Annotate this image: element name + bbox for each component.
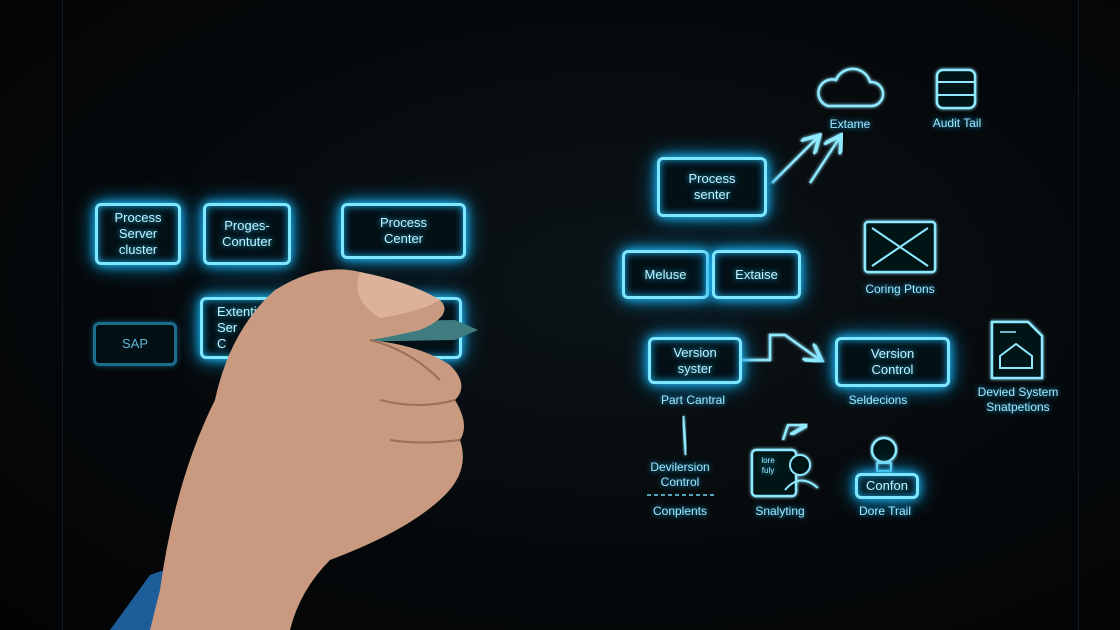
crossed-chart-icon bbox=[863, 220, 937, 274]
process-server-cluster-box[interactable]: Process Server cluster bbox=[95, 203, 181, 265]
label-line: lore bbox=[761, 456, 775, 465]
box-line: Process bbox=[688, 171, 736, 186]
box-line: senter bbox=[693, 187, 731, 202]
process-center-box[interactable]: Process Center bbox=[341, 203, 466, 259]
label-line: Devilersion bbox=[650, 460, 710, 474]
box-line: Process bbox=[114, 210, 162, 225]
arrow bbox=[771, 137, 818, 184]
box-line: Confon bbox=[866, 478, 908, 493]
arrow bbox=[742, 333, 820, 360]
label-line: Control bbox=[660, 475, 700, 489]
snalyting-icon-text: lore fuly bbox=[761, 456, 774, 476]
box-line: SAP bbox=[121, 336, 148, 351]
person-chat-icon bbox=[750, 448, 819, 498]
version-control-box[interactable]: Version Control bbox=[835, 337, 950, 387]
arrow bbox=[681, 415, 688, 456]
box-line: Ser bbox=[217, 320, 238, 335]
box-line: Server bbox=[118, 226, 158, 241]
arrow bbox=[808, 137, 840, 184]
finger-crease bbox=[369, 339, 461, 444]
box-line: syster bbox=[677, 360, 713, 376]
box-line: Version bbox=[673, 344, 717, 360]
box-line: Control bbox=[871, 362, 914, 377]
label-line: fuly bbox=[761, 466, 775, 475]
conplents-label: Conplents bbox=[652, 504, 708, 518]
document-house-icon bbox=[990, 320, 1044, 380]
label-line: Devied System bbox=[977, 385, 1059, 399]
devied-system-label: Devied System Snatpetions bbox=[978, 385, 1059, 415]
box-line: Process bbox=[380, 215, 427, 230]
label-line: Snatpetions bbox=[986, 400, 1050, 414]
box-line: Contuter bbox=[222, 234, 272, 249]
glass-frame bbox=[62, 0, 1079, 630]
process-senter-box[interactable]: Process senter bbox=[657, 157, 767, 217]
box-line: Meluse bbox=[644, 266, 687, 282]
confon-box[interactable]: Confon bbox=[855, 473, 919, 499]
part-cantral-label: Part Cantral bbox=[660, 393, 726, 407]
version-syster-box[interactable]: Version syster bbox=[648, 337, 742, 384]
extame-label: Extame bbox=[829, 117, 871, 131]
box-line: Center bbox=[383, 231, 424, 246]
box-line: Proges- bbox=[224, 218, 270, 233]
box-line: Version bbox=[870, 346, 915, 361]
seldecions-label: Seldecions bbox=[848, 393, 908, 407]
meluse-box[interactable]: Meluse bbox=[622, 250, 709, 299]
database-icon bbox=[935, 68, 977, 110]
hand bbox=[150, 269, 464, 630]
dore-trail-label: Dore Trail bbox=[858, 504, 912, 518]
box-line: C bbox=[217, 336, 227, 351]
coring-ptons-label: Coring Ptons bbox=[865, 282, 935, 296]
lightbulb-icon bbox=[870, 436, 898, 472]
proges-contuter-box[interactable]: Proges- Contuter bbox=[203, 203, 291, 265]
arrow bbox=[781, 425, 805, 441]
sap-box[interactable]: SAP bbox=[93, 322, 177, 366]
devilersion-control-label: Devilersion Control bbox=[650, 460, 709, 490]
cloud-icon bbox=[817, 67, 885, 108]
snalyting-label: Snalyting bbox=[755, 504, 805, 518]
box-line: cluster bbox=[118, 242, 158, 257]
thumb-shadow bbox=[357, 272, 440, 318]
extaise-box[interactable]: Extaise bbox=[712, 250, 801, 299]
box-line: Extaise bbox=[735, 266, 778, 282]
audit-tail-label: Audit Tail bbox=[932, 116, 982, 130]
